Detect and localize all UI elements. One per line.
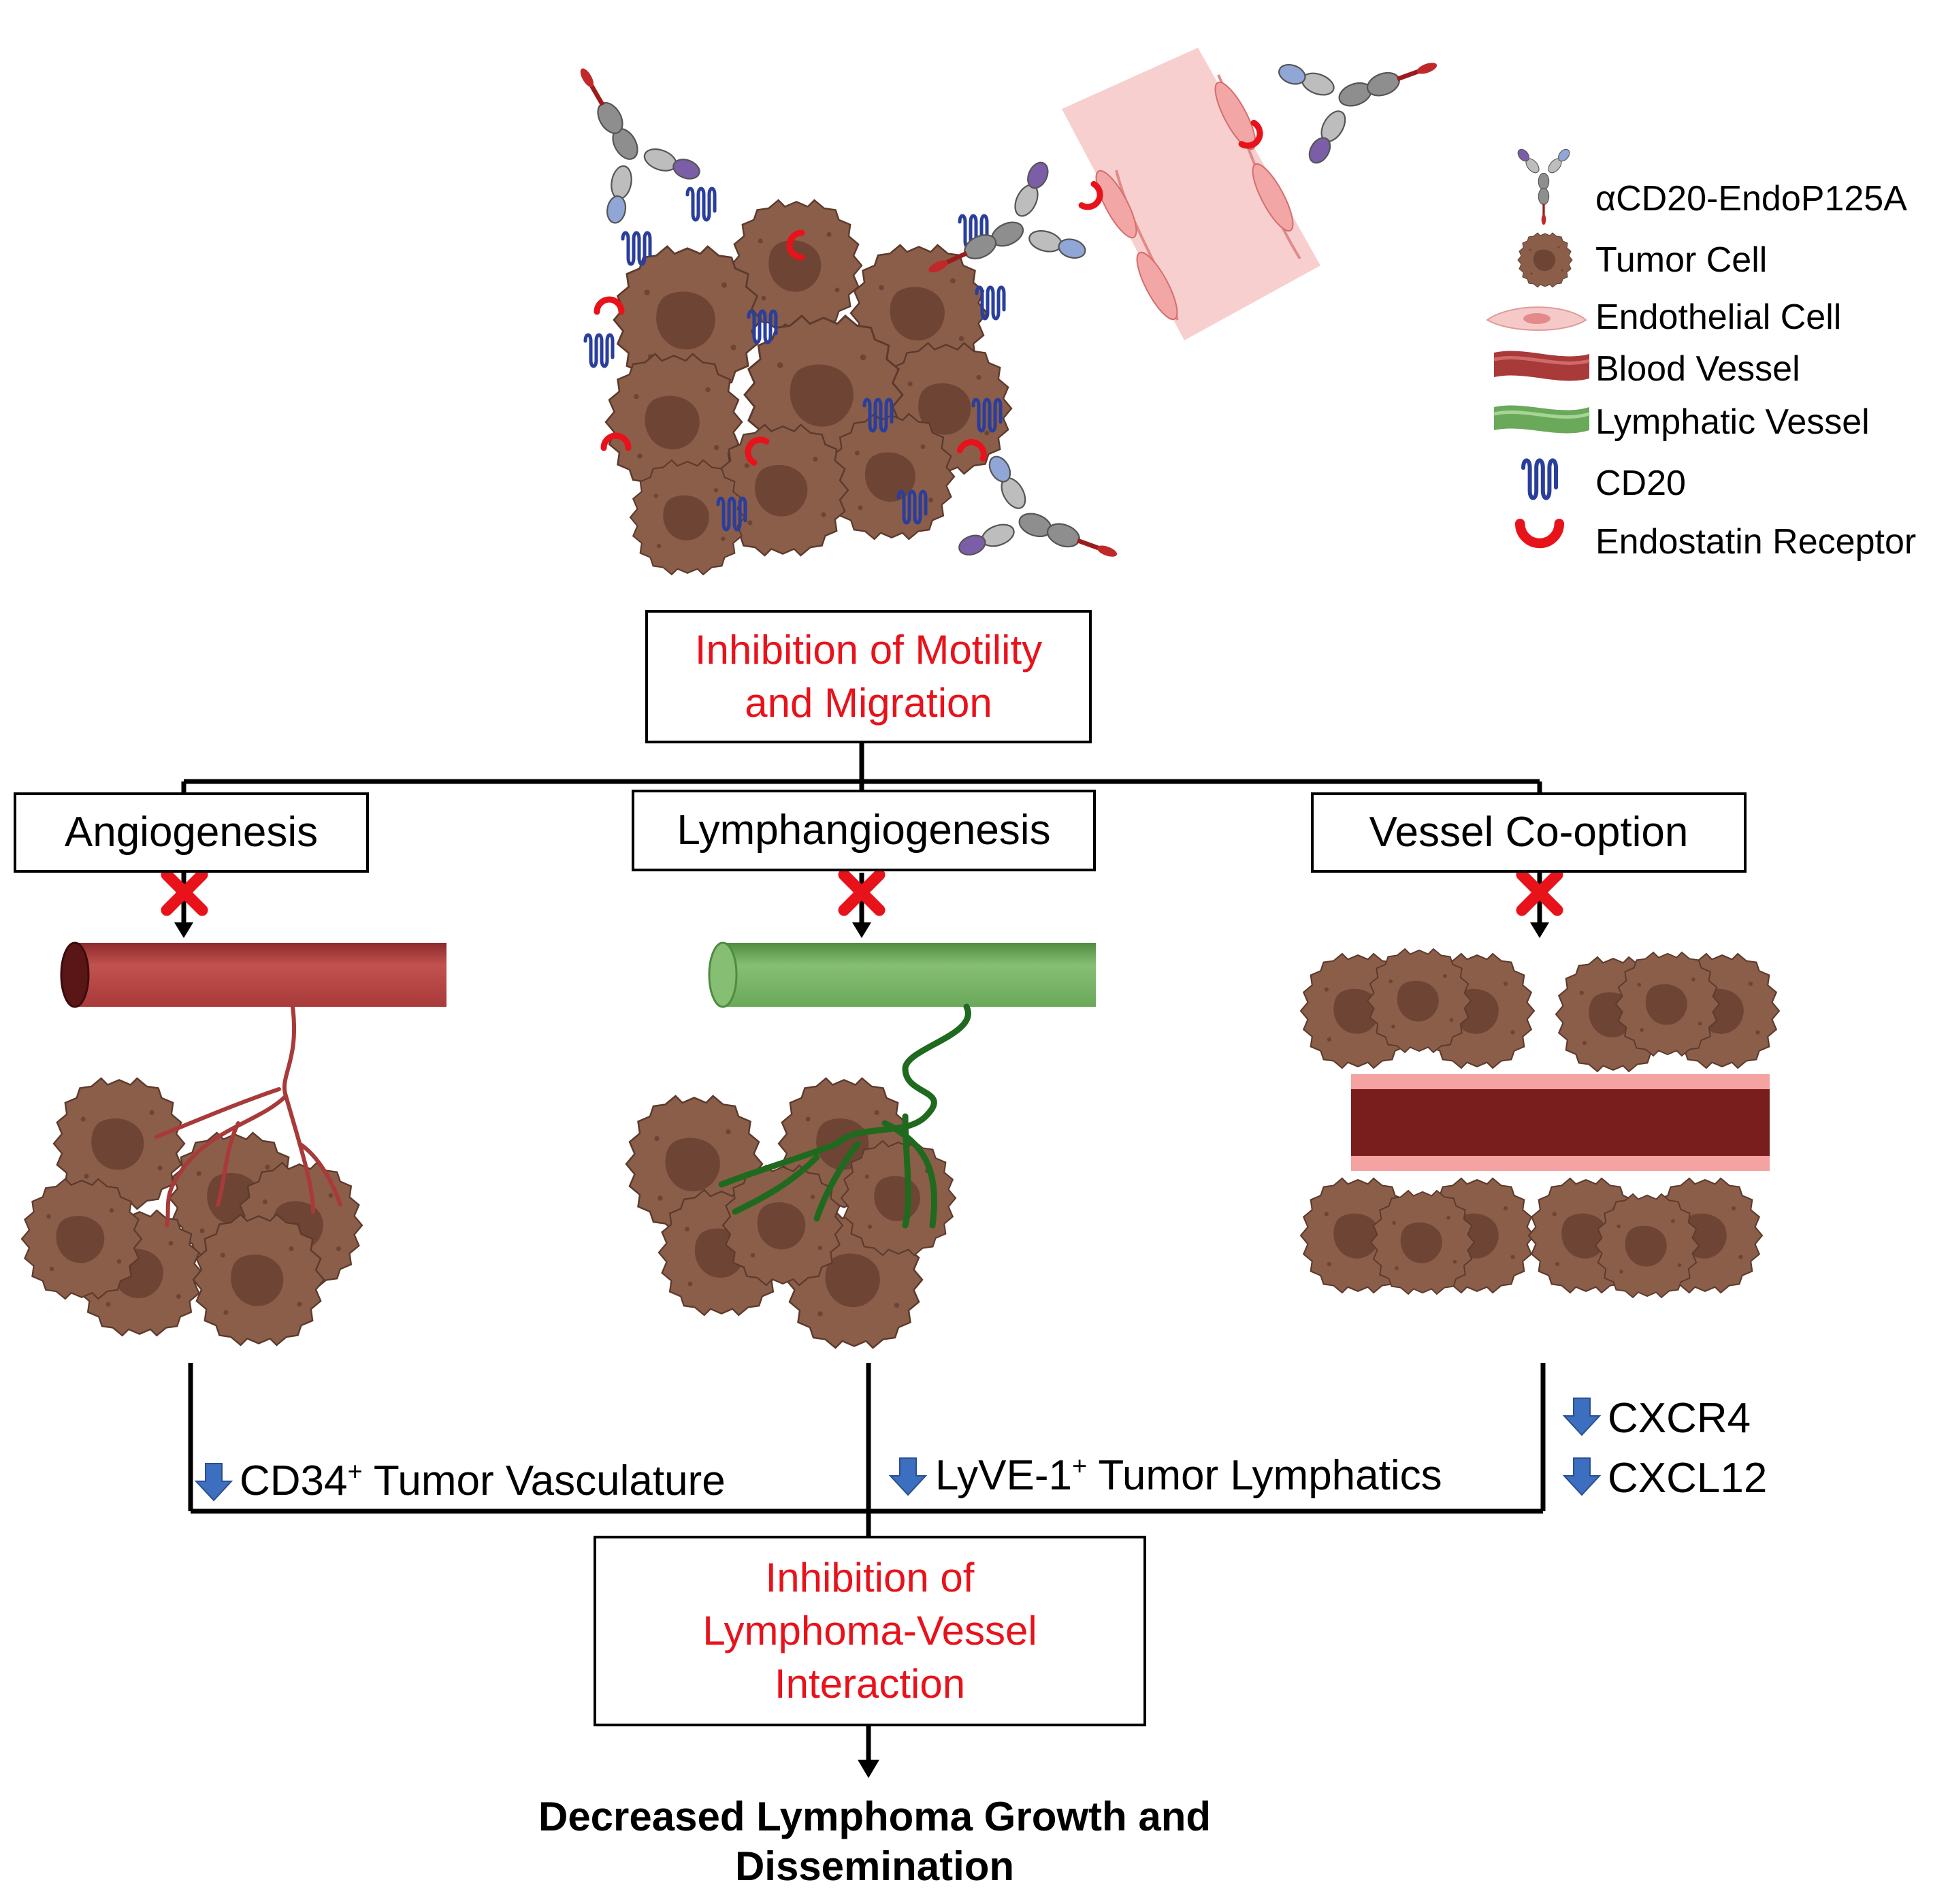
down-arrow-icon	[1562, 1398, 1602, 1436]
legend-label-blood-vessel: Blood Vessel	[1595, 349, 1800, 389]
vessel-cooption-illustration	[1299, 948, 1781, 1298]
endothelial-cell-icon	[1486, 306, 1587, 331]
angiogenesis-label: Angiogenesis	[64, 808, 319, 856]
lymphatic-vessel-icon	[1493, 405, 1590, 434]
blood-vessel-icon	[1493, 351, 1590, 381]
down-arrow-icon	[1562, 1457, 1602, 1496]
interaction-line-2: Lymphoma-Vessel	[702, 1608, 1037, 1653]
legend-label-cd20: CD20	[1595, 464, 1686, 503]
interaction-line-3: Interaction	[774, 1661, 966, 1707]
vessel-cooption-label: Vessel Co-option	[1369, 808, 1689, 856]
endothelial-layer-illustration	[1062, 48, 1320, 340]
antibody-icon	[1514, 146, 1573, 226]
cxcr4-label: CXCR4	[1608, 1395, 1751, 1442]
lymphoma-vessel-inhibition-box: Inhibition of Lymphoma-Vessel Interactio…	[594, 1536, 1146, 1726]
angiogenesis-box: Angiogenesis	[14, 792, 369, 873]
lymphangiogenesis-illustration	[625, 941, 1096, 1349]
final-outcome-line-1: Decreased Lymphoma Growth and	[538, 1794, 1211, 1839]
legend-label-tumor-cell: Tumor Cell	[1595, 240, 1768, 280]
tumor-cluster-illustration	[585, 189, 1013, 576]
tumor-cell-icon	[1517, 232, 1573, 288]
flow-connectors	[181, 742, 1546, 1763]
vessel-cooption-box: Vessel Co-option	[1311, 792, 1747, 873]
decrease-arrow-icons	[194, 1398, 1602, 1502]
lymphangiogenesis-box: Lymphangiogenesis	[632, 790, 1096, 871]
legend-label-endothelial: Endothelial Cell	[1595, 297, 1842, 337]
cd20-icon	[1523, 460, 1556, 498]
legend-label-endostatin: Endostatin Receptor	[1595, 522, 1917, 562]
inhibition-x-icons	[161, 869, 1563, 916]
final-outcome: Decreased Lymphoma Growth and Disseminat…	[340, 1792, 1409, 1891]
interaction-line-1: Inhibition of	[765, 1555, 975, 1600]
down-arrow-icon	[888, 1457, 928, 1496]
lymphangiogenesis-label: Lymphangiogenesis	[677, 806, 1051, 854]
down-arrow-icon	[194, 1463, 233, 1502]
angiogenesis-illustration	[20, 941, 447, 1346]
cd34-vasculature-label: CD34+ Tumor Vasculature	[240, 1457, 726, 1504]
legend-label-antibody: αCD20-EndoP125A	[1595, 179, 1907, 219]
legend	[1486, 146, 1590, 543]
arrowheads	[174, 922, 1549, 1778]
cxcl12-label: CXCL12	[1608, 1455, 1768, 1502]
legend-label-lymphatic: Lymphatic Vessel	[1595, 402, 1870, 442]
final-outcome-line-2: Dissemination	[734, 1843, 1015, 1890]
lyve1-lymphatics-label: LyVE-1+ Tumor Lymphatics	[935, 1452, 1442, 1499]
motility-line-2: and Migration	[745, 680, 992, 726]
endostatin-receptor-icon	[1520, 523, 1559, 543]
motility-line-1: Inhibition of Motility	[694, 627, 1043, 673]
motility-inhibition-box: Inhibition of Motility and Migration	[645, 610, 1092, 743]
